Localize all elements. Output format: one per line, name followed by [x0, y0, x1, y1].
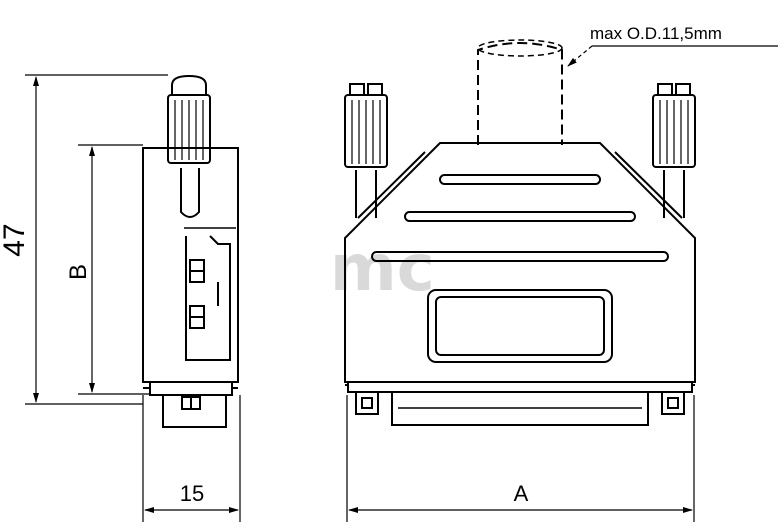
side-view: [142, 74, 239, 428]
watermark-logo: mc: [330, 232, 435, 306]
front-view: [344, 39, 696, 426]
dim-width-label: 15: [180, 481, 204, 506]
side-view-dimensions: [25, 74, 241, 522]
cable-od-label: max O.D.11,5mm: [590, 24, 722, 43]
dim-height-label: 47: [0, 223, 31, 256]
front-view-dimensions: [346, 45, 778, 522]
dim-a-label: A: [514, 481, 529, 506]
dim-b-label: B: [65, 264, 92, 280]
